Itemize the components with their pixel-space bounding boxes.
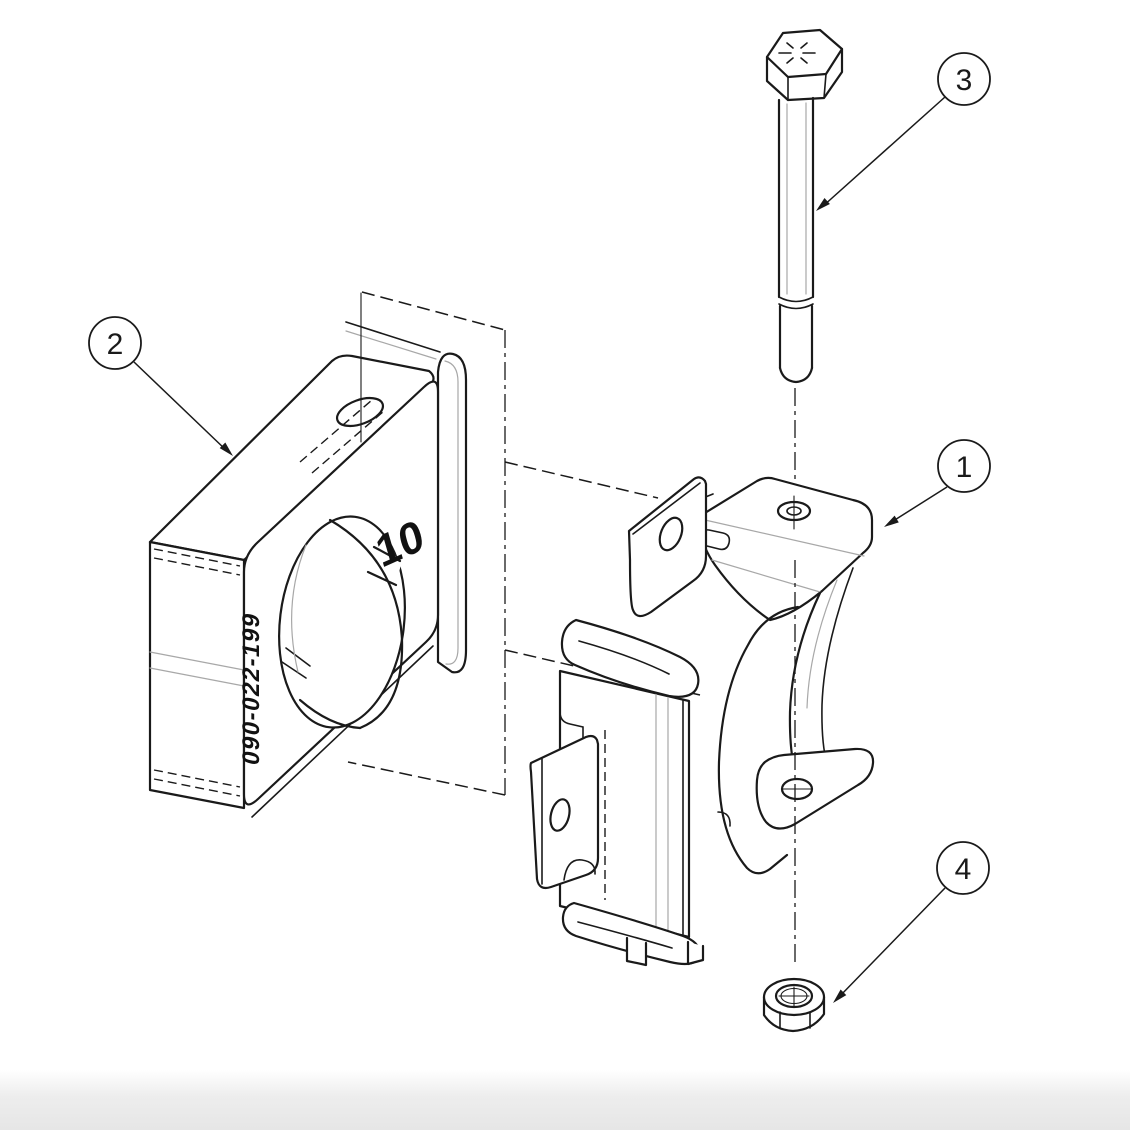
block-back-plate-bottom-edge: [251, 645, 434, 818]
bracket-foot-tab-right: [686, 940, 705, 966]
callout-3-number: 3: [956, 64, 973, 97]
callout-3: 3: [816, 52, 991, 211]
part-1-clamp-bracket: [529, 476, 875, 967]
bracket-bottom-flange: [755, 747, 875, 830]
bracket-top-plate: [698, 476, 874, 622]
callout-4-leader-line: [838, 887, 946, 998]
nut-hole: [774, 983, 814, 1009]
callout-3-circle: [937, 52, 991, 106]
block-top-hole: [335, 396, 385, 428]
callout-2-leader-line: [133, 361, 228, 452]
callout-1-leader-line: [889, 486, 948, 524]
callout-2-number: 2: [107, 328, 124, 361]
bracket-upper-ear: [627, 476, 708, 618]
upper-ear-hole: [658, 516, 684, 552]
page-edge-shadow: [0, 1070, 1130, 1130]
callout-1-arrowhead: [884, 515, 899, 527]
bracket-lower-ear: [529, 734, 600, 890]
part-2-spacer-block: 090-022-199 10: [148, 292, 468, 818]
callout-1-circle: [937, 439, 991, 493]
callout-1: 1: [884, 439, 991, 527]
bracket-top-fold: [560, 618, 700, 698]
part-number-marking: 090-022-199: [238, 609, 265, 767]
part-4-hex-nut: [762, 977, 826, 1033]
callout-4-number: 4: [955, 853, 972, 886]
bracket-bottom-fold: [561, 901, 701, 966]
callout-2: 2: [88, 316, 233, 456]
bolt-thread-transition: [778, 296, 814, 303]
callout-4-arrowhead: [833, 989, 847, 1003]
callout-2-arrowhead: [219, 442, 233, 456]
bolt-head-chamfer-marks: [778, 42, 816, 64]
callout-3-leader-line: [821, 96, 946, 208]
part-3-hex-bolt: [765, 28, 844, 384]
saddle-edge-notch-hole: [717, 811, 731, 827]
bolt-head-sides: [765, 47, 844, 102]
lower-ear-hole: [549, 798, 571, 832]
bracket-foot-tab-left: [625, 936, 648, 967]
block-left-face: [148, 540, 246, 810]
callout-1-number: 1: [956, 451, 973, 484]
block-bore: [278, 515, 406, 730]
callout-4-circle: [936, 841, 990, 895]
block-back-plate: [436, 352, 468, 674]
callout-2-circle: [88, 316, 142, 370]
bolt-tip: [778, 366, 814, 384]
callout-4: 4: [833, 841, 990, 1003]
bore-inner-cup: [328, 518, 404, 730]
callout-3-arrowhead: [816, 198, 830, 211]
